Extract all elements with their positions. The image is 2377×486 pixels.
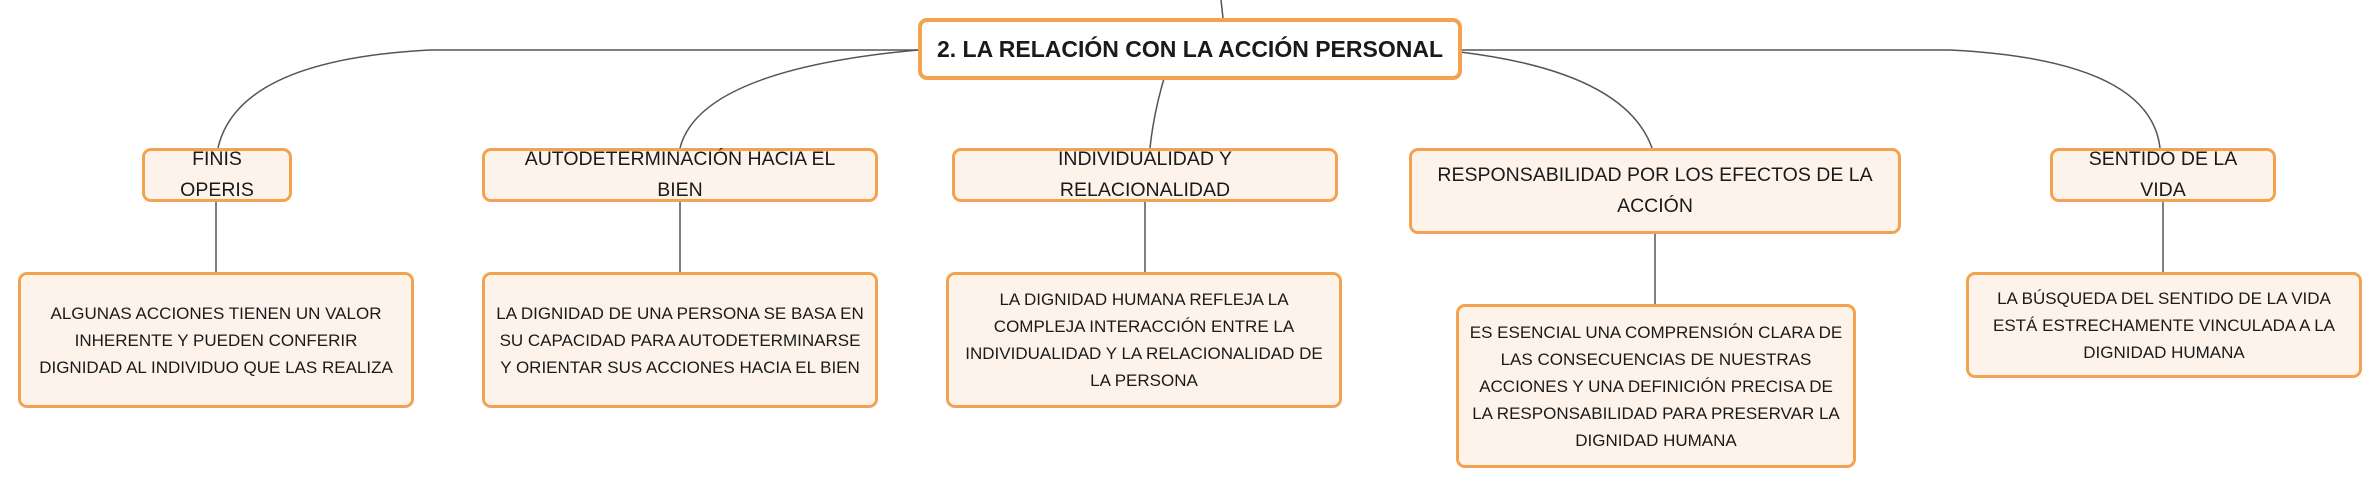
leaf-text: ALGUNAS ACCIONES TIENEN UN VALOR INHEREN… (39, 303, 393, 377)
connector-root-branch-4 (1459, 51, 1653, 149)
branch-label: FINIS OPERIS (180, 148, 254, 201)
leaf-autodeterminacion[interactable]: LA DIGNIDAD DE UNA PERSONA SE BASA EN SU… (482, 272, 878, 408)
connector-root-branch-1 (217, 49, 918, 149)
connector-root-branch-5 (1460, 49, 2161, 149)
root-topic[interactable]: 2. LA RELACIÓN CON LA ACCIÓN PERSONAL (918, 18, 1462, 80)
connector-root-branch-2 (679, 49, 919, 149)
leaf-finis-operis[interactable]: ALGUNAS ACCIONES TIENEN UN VALOR INHEREN… (18, 272, 414, 408)
connector-parent (1220, 0, 1224, 19)
branch-individualidad[interactable]: INDIVIDUALIDAD Y RELACIONALIDAD (952, 148, 1338, 202)
leaf-responsabilidad[interactable]: ES ESENCIAL UNA COMPRENSIÓN CLARA DE LAS… (1456, 304, 1856, 468)
branch-responsabilidad[interactable]: RESPONSABILIDAD POR LOS EFECTOS DE LA AC… (1409, 148, 1901, 234)
branch-finis-operis[interactable]: FINIS OPERIS (142, 148, 292, 202)
root-topic-label: 2. LA RELACIÓN CON LA ACCIÓN PERSONAL (936, 35, 1443, 62)
branch-sentido-de-la-vida[interactable]: SENTIDO DE LA VIDA (2050, 148, 2276, 202)
leaf-sentido-de-la-vida[interactable]: LA BÚSQUEDA DEL SENTIDO DE LA VIDA ESTÁ … (1966, 272, 2362, 378)
leaf-text: ES ESENCIAL UNA COMPRENSIÓN CLARA DE LAS… (1469, 322, 1843, 450)
branch-label: INDIVIDUALIDAD Y RELACIONALIDAD (1057, 148, 1233, 201)
branch-autodeterminacion[interactable]: AUTODETERMINACIÓN HACIA EL BIEN (482, 148, 878, 202)
leaf-individualidad[interactable]: LA DIGNIDAD HUMANA REFLEJA LA COMPLEJA I… (946, 272, 1342, 408)
branch-label: SENTIDO DE LA VIDA (2088, 148, 2238, 201)
connector-root-branch-3 (1149, 71, 1167, 149)
leaf-text: LA BÚSQUEDA DEL SENTIDO DE LA VIDA ESTÁ … (1993, 288, 2335, 362)
leaf-text: LA DIGNIDAD DE UNA PERSONA SE BASA EN SU… (496, 303, 864, 377)
leaf-text: LA DIGNIDAD HUMANA REFLEJA LA COMPLEJA I… (965, 290, 1323, 390)
branch-label: RESPONSABILIDAD POR LOS EFECTOS DE LA AC… (1437, 164, 1873, 217)
branch-label: AUTODETERMINACIÓN HACIA EL BIEN (524, 148, 836, 201)
